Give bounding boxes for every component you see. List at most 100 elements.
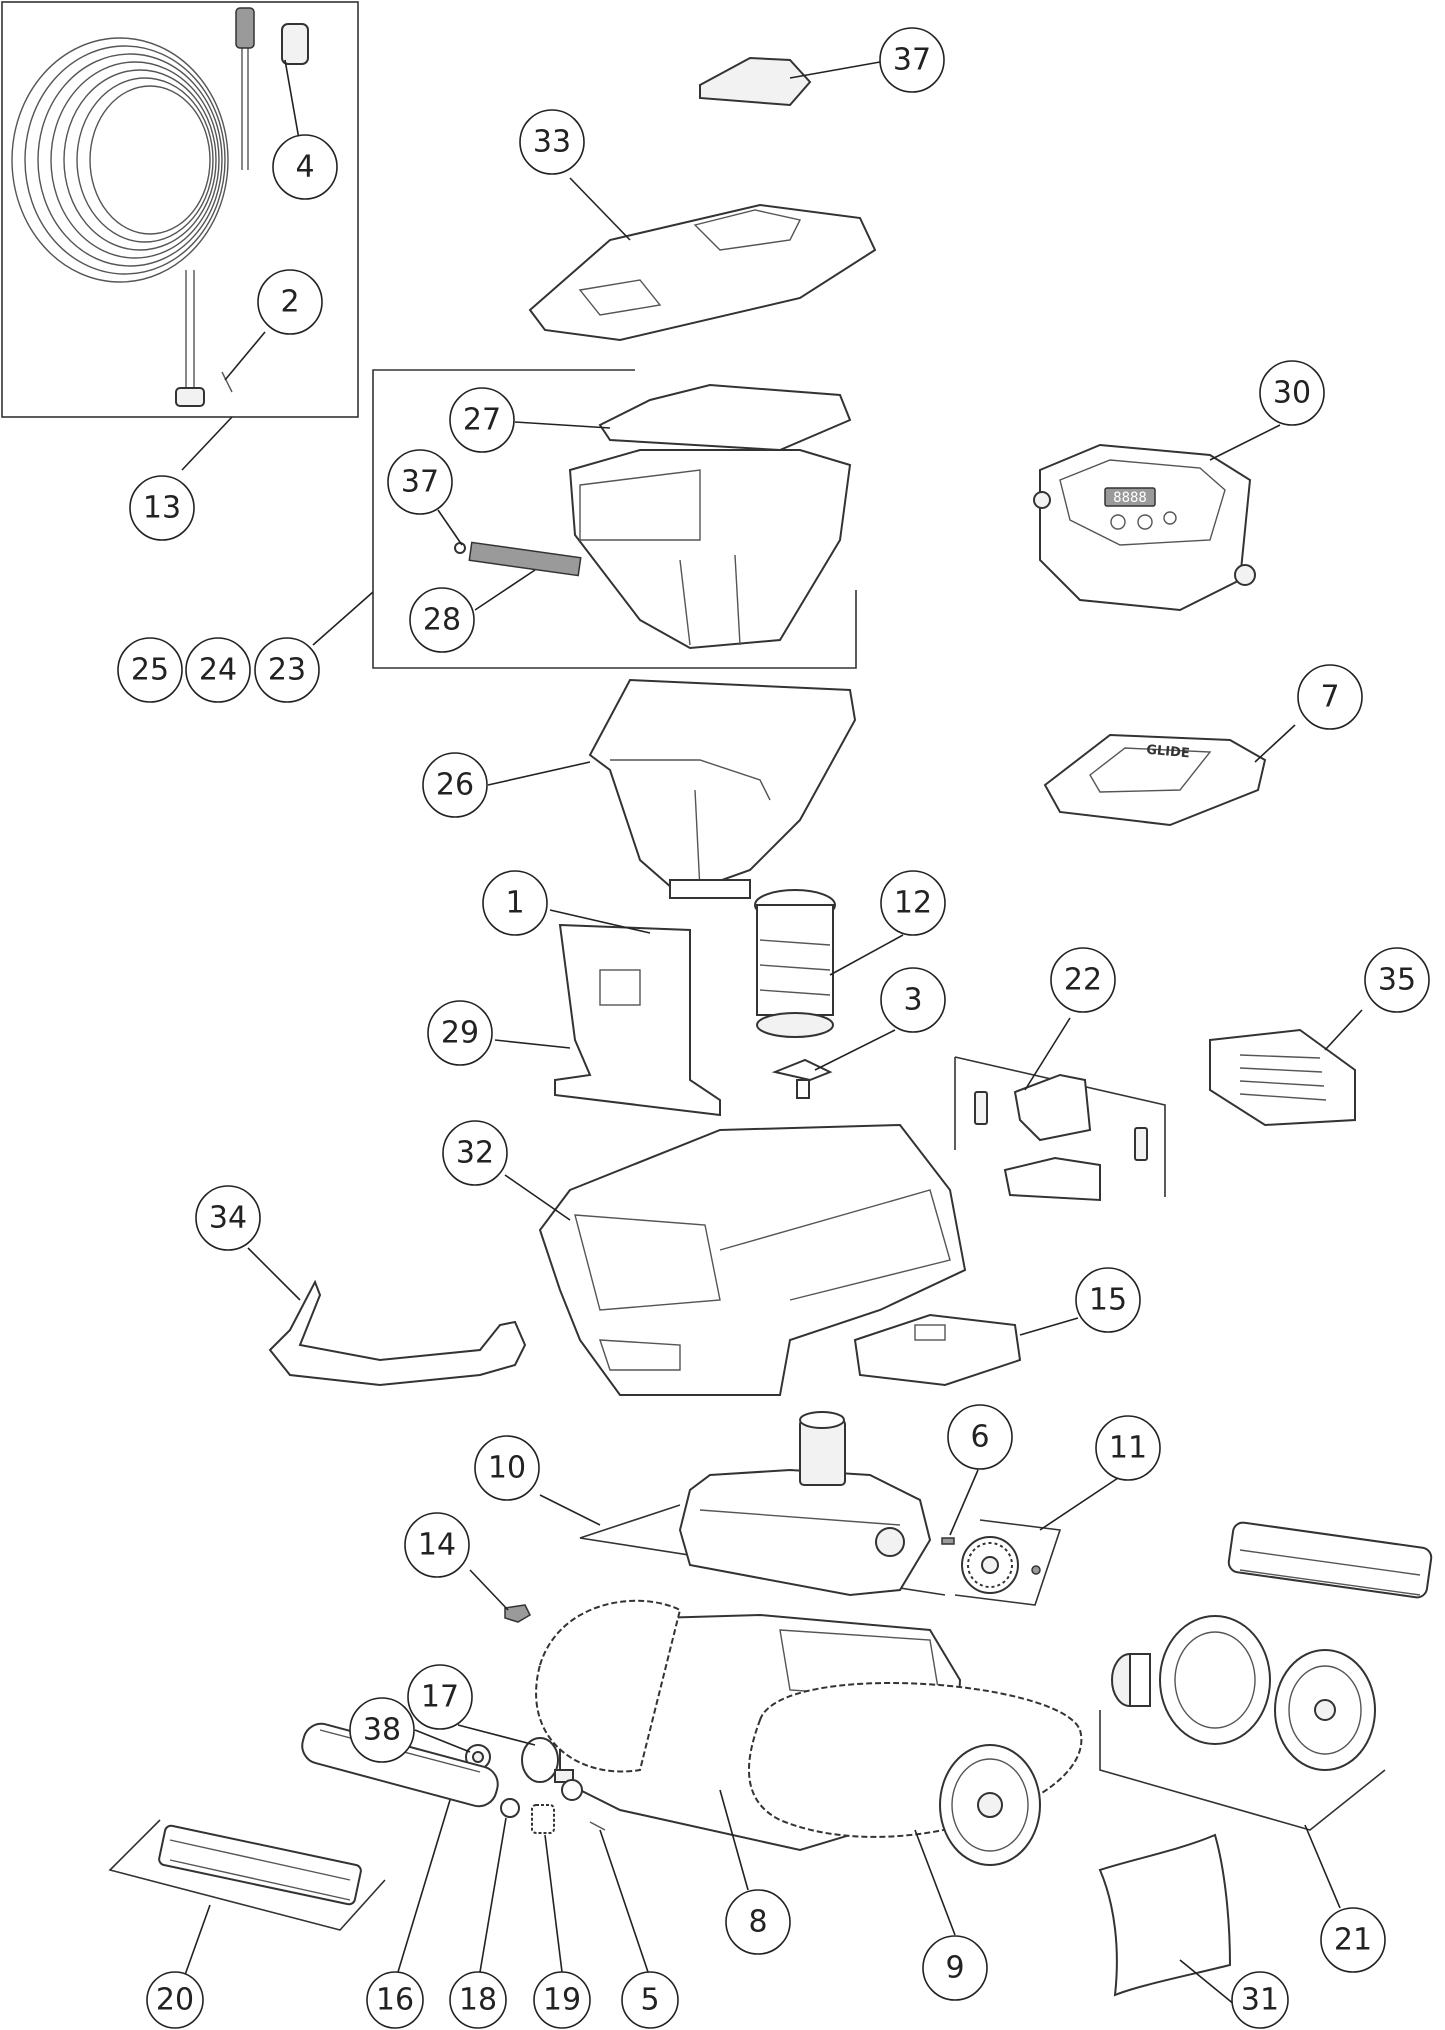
callout-32: 32 xyxy=(442,1120,508,1186)
filter-clip xyxy=(454,542,466,554)
callout-37: 37 xyxy=(387,449,453,515)
leader-5 xyxy=(599,1829,649,1973)
callout-3: 3 xyxy=(880,967,946,1033)
brush-roller xyxy=(1227,1521,1433,1599)
callout-27: 27 xyxy=(449,387,515,453)
svg-text:27: 27 xyxy=(463,403,501,438)
filter-mesh-panel xyxy=(468,541,582,577)
leader-8 xyxy=(719,1789,749,1891)
leader-17 xyxy=(457,1724,536,1746)
svg-text:1: 1 xyxy=(505,886,524,921)
pulley-housing xyxy=(521,1737,583,1801)
leader-26 xyxy=(487,761,591,786)
callout-16: 16 xyxy=(366,1971,424,2029)
svg-text:2: 2 xyxy=(280,285,299,320)
cable-clip xyxy=(504,1604,531,1623)
callout-10: 10 xyxy=(474,1435,540,1501)
leader-21 xyxy=(1304,1824,1341,1909)
leader-15 xyxy=(1019,1317,1079,1336)
leader-14 xyxy=(469,1569,509,1611)
svg-text:3: 3 xyxy=(903,983,922,1018)
caddy-brand-text: GLIDE xyxy=(1146,743,1191,762)
svg-text:11: 11 xyxy=(1109,1431,1147,1466)
callout-12: 12 xyxy=(880,870,946,936)
callout-33: 33 xyxy=(519,109,585,175)
front-bumper xyxy=(268,1279,527,1387)
leader-32 xyxy=(504,1174,571,1221)
leader-19 xyxy=(544,1834,563,1973)
svg-text:26: 26 xyxy=(436,768,474,803)
brush-kit-frame xyxy=(108,1819,386,1931)
callout-23: 23 xyxy=(254,637,320,703)
svg-text:19: 19 xyxy=(543,1983,581,2018)
leader-23 xyxy=(312,591,374,646)
side-panels xyxy=(974,1073,1148,1202)
callout-34: 34 xyxy=(195,1185,261,1251)
power-supply: 8888 xyxy=(1033,443,1256,612)
leader-22 xyxy=(1024,1017,1071,1091)
small-gear xyxy=(531,1804,555,1834)
callout-19: 19 xyxy=(533,1971,591,2029)
svg-text:21: 21 xyxy=(1334,1923,1372,1958)
svg-text:38: 38 xyxy=(363,1713,401,1748)
leader-18 xyxy=(479,1817,507,1973)
callout-9: 9 xyxy=(922,1935,988,2001)
callout-14: 14 xyxy=(404,1512,470,1578)
leader-4 xyxy=(284,59,301,146)
handle-cap xyxy=(699,56,812,107)
leader-28 xyxy=(474,569,536,611)
svg-text:20: 20 xyxy=(156,1983,194,2018)
shaft-pin xyxy=(941,1537,955,1545)
leader-9 xyxy=(914,1829,956,1936)
retaining-ring xyxy=(500,1798,520,1818)
leader-30 xyxy=(1209,424,1281,461)
swivel-pin xyxy=(221,371,233,393)
callout-6: 6 xyxy=(947,1404,1013,1470)
rear-wheel-kit-frame xyxy=(1099,1710,1386,1831)
leader-31 xyxy=(1179,1959,1236,2006)
svg-text:37: 37 xyxy=(893,43,931,78)
leader-16 xyxy=(397,1799,451,1973)
callout-30: 30 xyxy=(1259,360,1325,426)
callout-24: 24 xyxy=(185,637,251,703)
svg-text:15: 15 xyxy=(1089,1283,1127,1318)
drive-gear xyxy=(961,1536,1041,1594)
floating-cable-coil xyxy=(11,7,309,407)
front-wheel xyxy=(939,1744,1041,1866)
callout-31: 31 xyxy=(1231,1971,1289,2029)
leader-12 xyxy=(829,934,904,976)
svg-text:10: 10 xyxy=(488,1451,526,1486)
svg-text:28: 28 xyxy=(423,603,461,638)
callout-22: 22 xyxy=(1050,947,1116,1013)
callout-38: 38 xyxy=(349,1697,415,1763)
svg-text:24: 24 xyxy=(199,653,237,688)
callout-21: 21 xyxy=(1320,1907,1386,1973)
callout-13: 13 xyxy=(129,475,195,541)
leader-10 xyxy=(539,1494,601,1526)
callout-1: 1 xyxy=(482,870,548,936)
callout-15: 15 xyxy=(1075,1267,1141,1333)
impeller-cage xyxy=(754,889,836,1038)
svg-text:30: 30 xyxy=(1273,376,1311,411)
leader-38 xyxy=(414,1729,471,1753)
callout-20: 20 xyxy=(146,1971,204,2029)
pcb-cover xyxy=(853,1313,1022,1387)
leader-34 xyxy=(247,1247,301,1301)
leader-29 xyxy=(494,1039,571,1049)
callout-26: 26 xyxy=(422,752,488,818)
callout-35: 35 xyxy=(1364,947,1430,1013)
svg-text:31: 31 xyxy=(1241,1983,1279,2018)
svg-text:29: 29 xyxy=(441,1016,479,1051)
gear-kit-frame xyxy=(954,1519,1062,1606)
axle-pin xyxy=(589,1821,606,1831)
callout-29: 29 xyxy=(427,1000,493,1066)
svg-text:18: 18 xyxy=(459,1983,497,2018)
svg-text:22: 22 xyxy=(1064,963,1102,998)
svg-text:32: 32 xyxy=(456,1136,494,1171)
filter-kit-frame xyxy=(372,369,857,669)
svg-text:8: 8 xyxy=(748,1905,767,1940)
svg-text:35: 35 xyxy=(1378,963,1416,998)
leader-7 xyxy=(1254,724,1296,763)
filter-basket-lid xyxy=(598,383,852,452)
